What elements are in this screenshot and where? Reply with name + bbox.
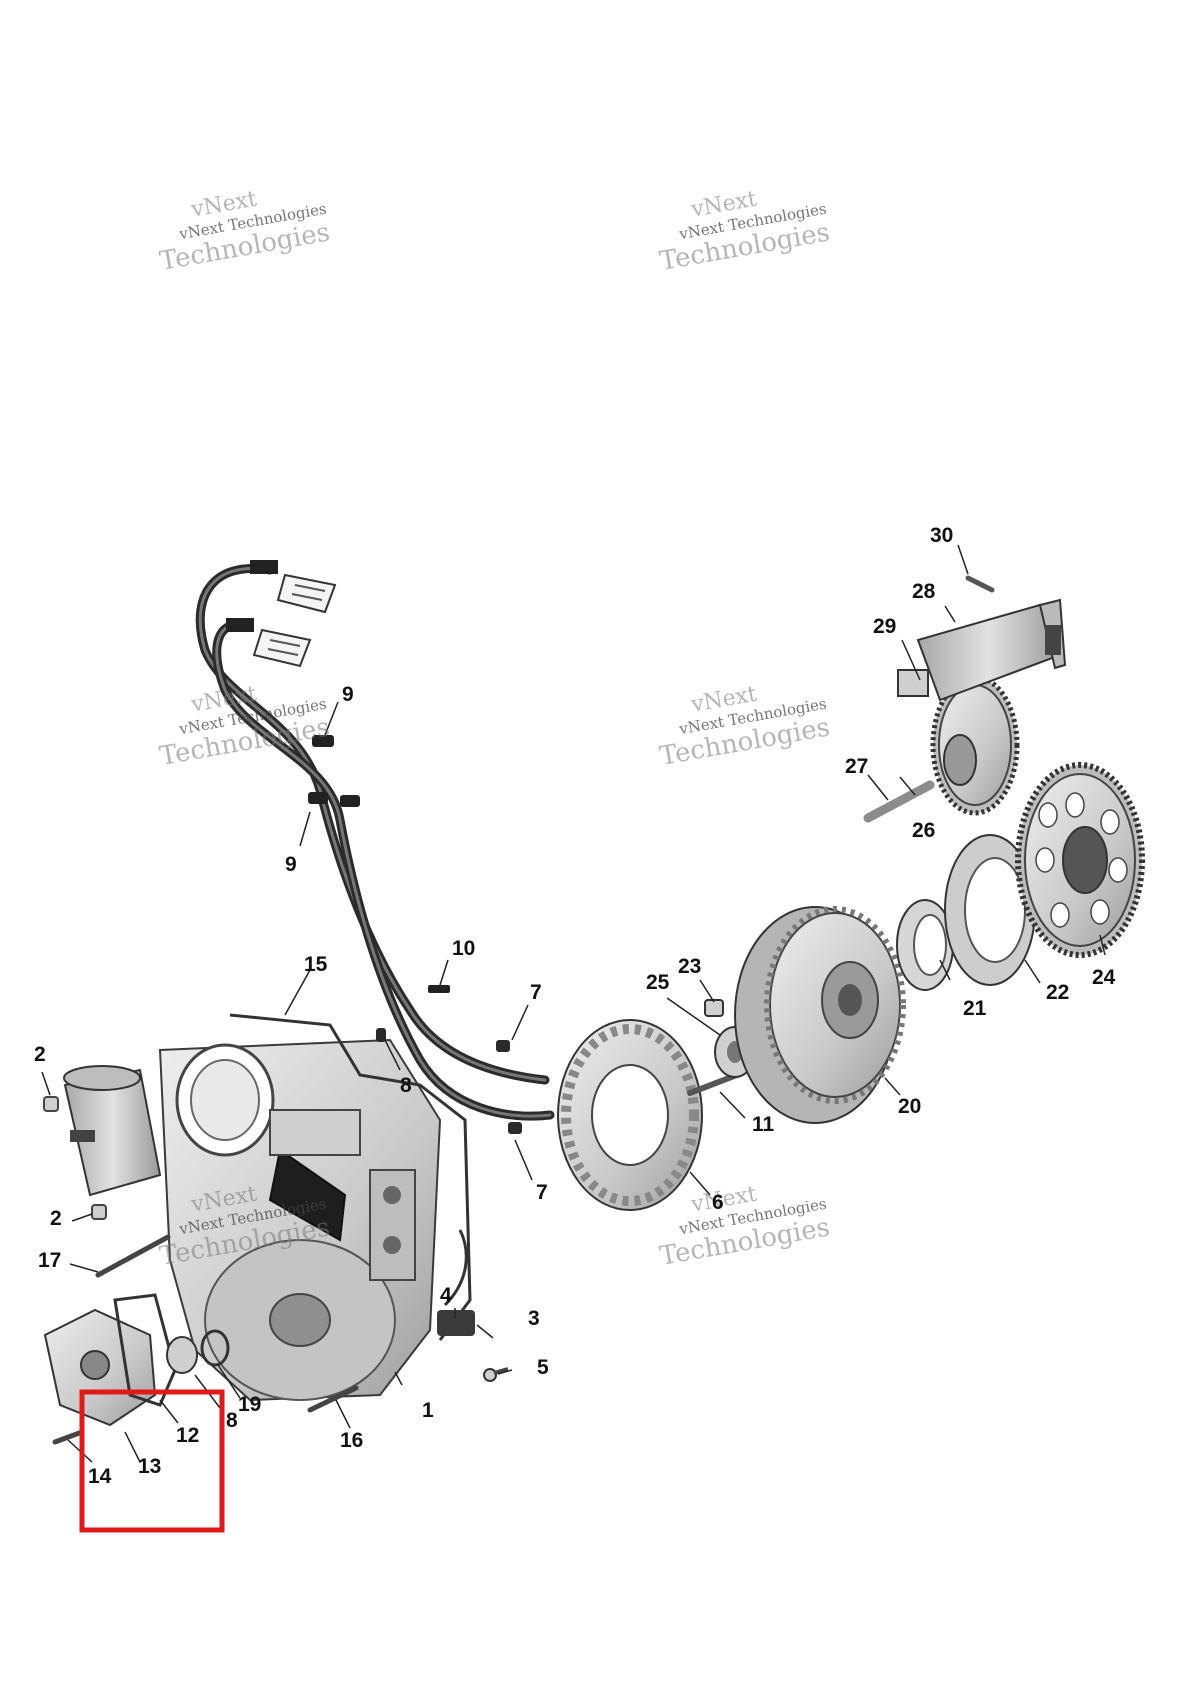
- starter-screw: [965, 575, 995, 593]
- callout-3: 3: [528, 1307, 540, 1330]
- harness-connector-lower: [252, 628, 312, 668]
- callout-21: 21: [963, 997, 987, 1020]
- callout-1: 1: [422, 1399, 434, 1422]
- pump-gasket: [113, 1293, 177, 1407]
- plug: [43, 1096, 107, 1220]
- callout-19: 19: [238, 1393, 262, 1416]
- filter-cap: [166, 1336, 198, 1374]
- callout-4: 4: [440, 1284, 452, 1307]
- crankshaft-sensor: [437, 1229, 475, 1336]
- intake-fitting: [63, 1065, 162, 1197]
- callout-10: 10: [452, 937, 476, 960]
- callout-7: 7: [536, 1181, 548, 1204]
- callout-24: 24: [1092, 966, 1116, 989]
- stator: [557, 1019, 703, 1211]
- callout-9: 9: [285, 853, 297, 876]
- starter-ring-washer: [944, 834, 1036, 986]
- nut: [704, 999, 724, 1017]
- magneto-cover-housing: [158, 1038, 442, 1402]
- bearing-ring: [896, 899, 954, 991]
- highlight-box: [79, 1389, 225, 1533]
- callout-17: 17: [38, 1249, 62, 1272]
- flywheel-rotor: [734, 906, 906, 1124]
- callout-25: 25: [646, 971, 670, 994]
- harness-clip: [308, 735, 450, 993]
- callout-15: 15: [304, 953, 328, 976]
- callout-30: 30: [930, 524, 954, 547]
- callout-16: 16: [340, 1429, 364, 1452]
- callout-28: 28: [912, 580, 936, 603]
- callout-5: 5: [537, 1356, 549, 1379]
- callout-7: 7: [530, 981, 542, 1004]
- harness-connector-upper: [276, 573, 337, 614]
- callout-23: 23: [678, 955, 702, 978]
- wiring-harness: [195, 560, 555, 1121]
- callout-11: 11: [752, 1113, 775, 1136]
- callout-9: 9: [342, 683, 354, 706]
- callout-2: 2: [50, 1207, 62, 1230]
- callout-26: 26: [912, 819, 936, 842]
- callout-8: 8: [226, 1409, 238, 1432]
- idler-gear: [930, 674, 1020, 816]
- callout-8: 8: [400, 1074, 412, 1097]
- callout-14: 14: [88, 1465, 112, 1488]
- callout-13: 13: [138, 1455, 162, 1478]
- cover-gasket: [229, 1013, 472, 1341]
- callout-6: 6: [712, 1191, 724, 1214]
- callout-29: 29: [873, 615, 897, 638]
- bolt: [52, 1234, 359, 1445]
- callout-12: 12: [176, 1424, 200, 1447]
- starter-motor: [897, 598, 1067, 702]
- idler-shaft: [863, 780, 935, 823]
- oil-pump-cover: [43, 1308, 157, 1427]
- sprag-gear: [1015, 762, 1145, 958]
- o-ring: [200, 1329, 230, 1367]
- callout-27: 27: [845, 755, 869, 778]
- callout-22: 22: [1046, 981, 1070, 1004]
- harness-clamp: [376, 1028, 522, 1134]
- callout-2: 2: [34, 1043, 46, 1066]
- callout-20: 20: [898, 1095, 922, 1118]
- screw: [483, 1367, 509, 1382]
